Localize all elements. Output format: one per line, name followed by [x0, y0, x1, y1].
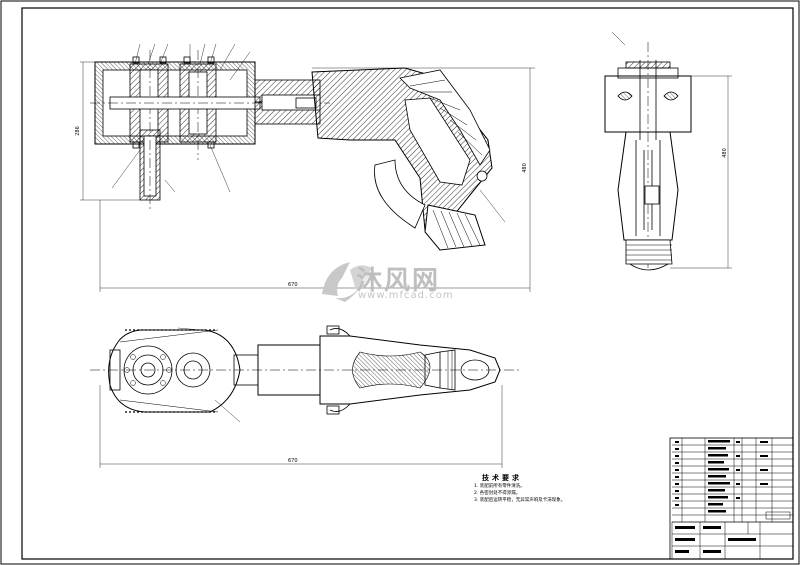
front-view: [90, 50, 493, 251]
dimensions-side: [611, 31, 732, 269]
watermark: 沐风网 www.mfcad.com: [318, 258, 488, 304]
technical-requirements: 技术要求 1. 装配前所有零件清洗。 2. 各密封处不得渗漏。 3. 装配后运转…: [474, 473, 565, 504]
title-block-fill-marks: [675, 440, 768, 553]
dim-height-right: 480: [521, 163, 528, 173]
notes-line: 3. 装配后运转平稳，无异常声响及卡滞现象。: [474, 498, 566, 503]
dimensions-top: [99, 327, 503, 468]
watermark-url: www.mfcad.com: [358, 290, 454, 301]
dim-height-side: 480: [721, 148, 728, 158]
notes-line: 1. 装配前所有零件清洗。: [474, 484, 525, 489]
notes-line: 2. 各密封处不得渗漏。: [474, 491, 521, 496]
dim-overall-length-top: 670: [288, 458, 298, 464]
title-block: [669, 437, 794, 560]
dim-overall-length-front: 670: [288, 282, 298, 288]
inner-frame: [21, 7, 794, 560]
part-leaders-front: [111, 43, 506, 223]
side-view: [604, 42, 692, 271]
dimensions-front: [80, 61, 535, 292]
top-view: [90, 325, 520, 415]
watermark-chinese: 沐风网: [356, 266, 441, 296]
notes-title: 技术要求: [482, 474, 522, 482]
watermark-logo: [322, 262, 372, 302]
dim-height-left: 286: [74, 126, 81, 136]
